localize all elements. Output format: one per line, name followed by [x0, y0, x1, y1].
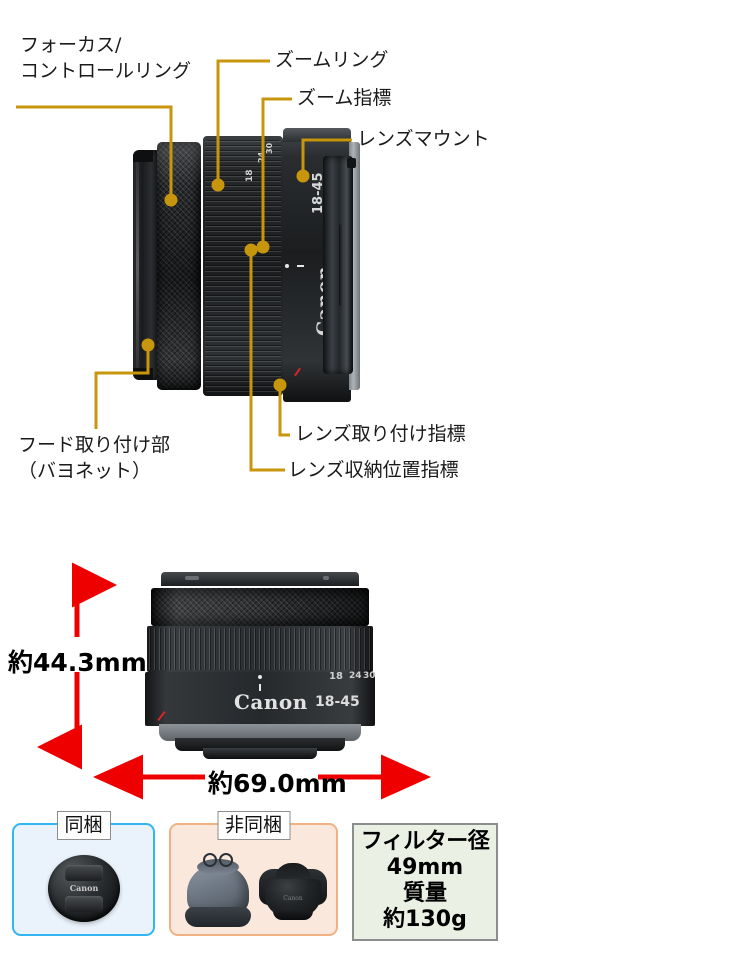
mount-collar-front [159, 724, 361, 741]
spec-weight-label: 質量 [402, 881, 447, 906]
callout-lens-retract-index: レンズ収納位置指標 [288, 459, 459, 481]
hood-body [265, 879, 321, 917]
lens-front-ring-highlight [136, 158, 139, 372]
lens-mount-ring [323, 156, 353, 374]
hood-bayonet-notch-bottom [133, 368, 153, 380]
lens-hood-image: Canon [259, 863, 327, 925]
spec-box: フィルター径 49mm 質量 約130g [352, 823, 498, 941]
pouch-drawstring-left [203, 853, 217, 867]
lens-pouch-image [183, 851, 253, 929]
focus-ring-sheen [157, 142, 201, 390]
not-included-box-tag: 非同梱 [216, 811, 291, 840]
included-box-tag: 同梱 [56, 811, 111, 840]
hood-rim [273, 911, 313, 920]
zoom-index-bar-front [259, 684, 261, 691]
zoom-ring-band [147, 626, 373, 672]
lens-cap-pinch-bottom [65, 896, 103, 912]
dimension-height-label: 約44.3mm [8, 648, 147, 677]
spec-filter-diameter-value: 49mm [386, 855, 464, 880]
lens-top-edge-detail-left [185, 576, 199, 580]
rear-element-ring [203, 748, 317, 759]
zoom-index-dot-front [258, 675, 262, 679]
lens-cap-brand: Canon [69, 883, 99, 893]
zoom-ring-band-ribs [149, 628, 371, 670]
zoom-tick-18-front: 18 [329, 671, 343, 682]
lens-cap-image: Canon [48, 855, 120, 922]
not-included-accessories-box: 非同梱 Canon [169, 811, 338, 936]
dimension-width-label: 約69.0mm [208, 769, 347, 798]
lens-cap-pinch-top [65, 865, 103, 881]
lens-front-view-image: 18 24 30 Canon 18-45 [141, 572, 379, 760]
accessory-boxes: 同梱 Canon 非同梱 [12, 811, 498, 941]
hood-brand: Canon [283, 895, 303, 902]
spec-filter-diameter-label: フィルター径 [360, 829, 490, 854]
lens-barrel-step [283, 128, 351, 142]
zoom-index-dot [285, 264, 289, 268]
zoom-tick-18: 18 [245, 169, 255, 182]
canon-wordmark-front: Canon [234, 690, 308, 714]
lens-rear-collar [349, 142, 360, 390]
lens-side-view-image: 18 24 30 18-45 Canon [133, 128, 360, 403]
lens-barrel-band [145, 672, 375, 726]
callout-hood-bayonet: フード取り付け部 （バヨネット） [18, 434, 171, 482]
zoom-index-bar [297, 265, 304, 267]
lens-top-edge-detail-right [323, 576, 329, 580]
zoom-tick-24-front: 24 [349, 671, 362, 681]
callout-lens-mount-index: レンズ取り付け指標 [295, 423, 466, 445]
zoom-tick-30-front: 30 [363, 671, 376, 681]
focal-range-text-front: 18-45 [315, 694, 360, 710]
callout-lens-mount: レンズマウント [357, 128, 490, 150]
focus-ring-band-sheen [151, 588, 369, 626]
zoom-tick-30: 30 [265, 142, 274, 154]
included-accessories-box: 同梱 Canon [12, 811, 155, 936]
zoom-ring-ribs [205, 140, 281, 392]
callout-zoom-ring: ズームリング [275, 49, 389, 71]
pouch-base [185, 907, 251, 927]
lens-mount-contacts [339, 224, 343, 306]
pouch-drawstring-right [219, 853, 233, 867]
callout-zoom-index: ズーム指標 [297, 87, 392, 109]
lens-mount-tab [347, 158, 356, 168]
hood-bayonet-notch-top [133, 150, 153, 162]
mount-flange-front [175, 738, 345, 751]
spec-weight-value: 約130g [383, 907, 467, 932]
lens-top-edge [161, 572, 359, 586]
callout-focus-control-ring: フォーカス/ コントロールリング [20, 34, 192, 82]
